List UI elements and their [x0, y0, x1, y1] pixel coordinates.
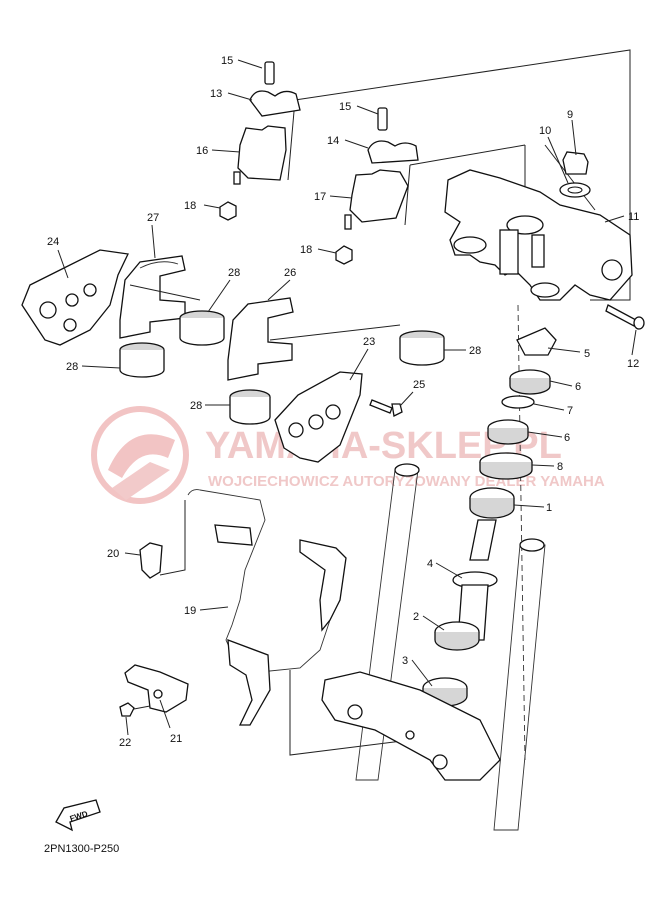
steering-stem — [422, 519, 498, 707]
callout-3: 3 — [402, 655, 408, 667]
callout-15-right: 15 — [339, 101, 351, 113]
bushings-28 — [119, 310, 445, 425]
bolt-22 — [119, 702, 151, 717]
callout-18-left: 18 — [184, 200, 196, 212]
callout-20: 20 — [107, 548, 119, 560]
lead-bracket-19 — [187, 489, 347, 726]
upper-holder-right — [335, 107, 419, 265]
fwd-arrow-icon: FWD — [55, 799, 101, 832]
callout-17: 17 — [314, 191, 326, 203]
steering-head-bearing-stack — [469, 327, 557, 519]
callout-13: 13 — [210, 88, 222, 100]
callout-19: 19 — [184, 605, 196, 617]
lower-bracket — [321, 671, 501, 781]
callout-5: 5 — [584, 348, 590, 360]
callout-28-b: 28 — [66, 361, 78, 373]
upper-holder-left — [219, 61, 301, 221]
callout-11: 11 — [628, 211, 639, 223]
callout-8: 8 — [557, 461, 563, 473]
callout-16: 16 — [196, 145, 208, 157]
callout-21: 21 — [170, 733, 182, 745]
callout-22: 22 — [119, 737, 131, 749]
callout-1: 1 — [546, 502, 552, 514]
callout-15-left: 15 — [221, 55, 233, 67]
upper-bracket — [444, 151, 633, 301]
callout-numbers: 1 2 3 4 5 6 6 7 8 9 10 11 12 13 14 15 15… — [47, 55, 639, 749]
leader-lines — [57, 59, 637, 736]
callout-14: 14 — [327, 135, 339, 147]
callout-25: 25 — [413, 379, 425, 391]
bracket-21 — [124, 664, 189, 713]
callout-27: 27 — [147, 212, 159, 224]
bracket-27 — [119, 255, 186, 339]
callout-6-upper: 6 — [575, 381, 581, 393]
callout-6-lower: 6 — [564, 432, 570, 444]
bracket-26 — [227, 297, 294, 381]
bolt-25 — [369, 399, 403, 417]
callout-4: 4 — [427, 558, 433, 570]
callout-7: 7 — [567, 405, 573, 417]
diagram-code: 2PN1300-P250 — [44, 843, 119, 855]
callout-28-d: 28 — [190, 400, 202, 412]
bracket-20 — [139, 542, 163, 579]
callout-10: 10 — [539, 125, 551, 137]
cover-24 — [21, 249, 129, 346]
callout-23: 23 — [363, 336, 375, 348]
callout-12: 12 — [627, 358, 639, 370]
callout-26: 26 — [284, 267, 296, 279]
watermark-logo — [91, 406, 189, 504]
callout-28-a: 28 — [228, 267, 240, 279]
callout-9: 9 — [567, 109, 573, 121]
callout-24: 24 — [47, 236, 59, 248]
cover-23 — [274, 371, 363, 463]
callout-18-right: 18 — [300, 244, 312, 256]
pinch-bolt — [605, 304, 645, 330]
callout-2: 2 — [413, 611, 419, 623]
callout-28-c: 28 — [469, 345, 481, 357]
